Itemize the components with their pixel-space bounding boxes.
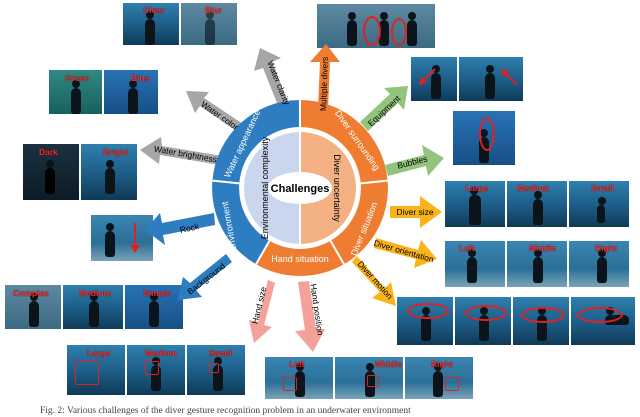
arrow-label-diver-motion: Diver motion <box>356 259 396 301</box>
center-label: Challenges <box>271 183 330 195</box>
figure-caption: Fig. 2: Various challenges of the diver … <box>40 406 411 416</box>
ring-label-hand-situation: Hand situation <box>271 254 329 264</box>
arrow-label-equipment: Equipment <box>366 93 403 128</box>
arrow-label-background: Background <box>185 261 227 297</box>
arrow-label-multiple-divers: Multiple divers <box>318 57 330 112</box>
arrow-label-water-brightness: Water brightness <box>153 144 218 165</box>
arrow-label-diver-size: Diver size <box>396 207 434 217</box>
core-left-label: Environmental complexity <box>260 136 270 239</box>
core-right-label: Diver uncertainty <box>332 154 342 222</box>
arrow-label-water-color: Water color <box>199 99 240 132</box>
